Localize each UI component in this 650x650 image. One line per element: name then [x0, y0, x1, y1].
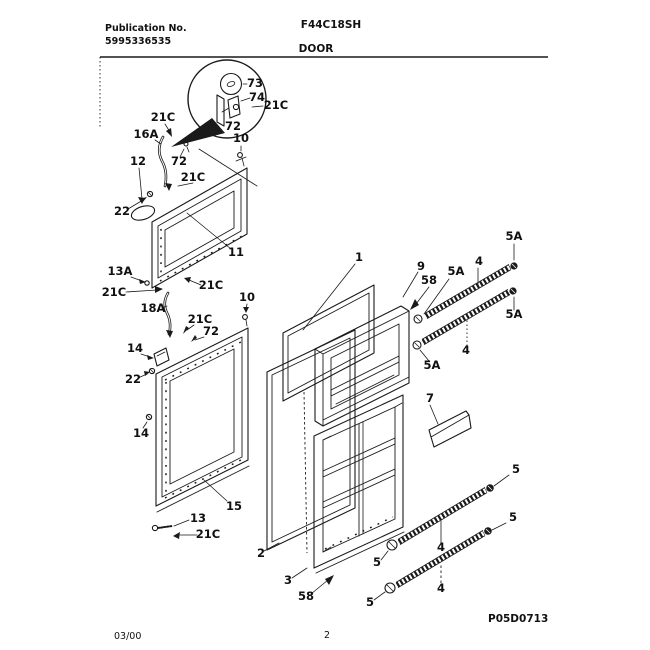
callout-15-22: 15 [226, 499, 242, 513]
section-title: DOOR [299, 43, 334, 55]
fridge-gasket-2 [263, 329, 356, 554]
callout-5-35: 5 [512, 462, 520, 476]
screw-5a-ring-2 [412, 340, 422, 350]
callout-5-37: 5 [373, 555, 381, 569]
callout-72-9: 72 [225, 119, 241, 133]
trim-rail-4-lower1 [397, 487, 488, 545]
callout-11-11: 11 [228, 245, 244, 259]
callout-13a-12: 13A [108, 264, 133, 278]
callout-21c-0: 21C [151, 110, 175, 124]
callout-5a-28: 5A [448, 264, 465, 278]
callout-12-2: 12 [130, 154, 146, 168]
callout-10-10: 10 [233, 131, 249, 145]
screw-22-upper [146, 190, 154, 198]
callout-4-39: 4 [437, 581, 445, 595]
fridge-inner-panel-15 [142, 314, 250, 539]
callout-21c-8: 21C [264, 98, 288, 112]
screw-13 [151, 524, 159, 532]
door-handle-7 [428, 404, 472, 448]
door-shelf-lower [322, 468, 396, 509]
callout-72-17: 72 [203, 324, 219, 338]
callout-72-3: 72 [171, 154, 187, 168]
callout-16a-1: 16A [134, 127, 159, 141]
callout-13-23: 13 [190, 511, 206, 525]
fridge-door-liner-3 [291, 394, 405, 595]
screw-5-ring-1 [386, 539, 398, 551]
freezer-gasket-1 [282, 263, 375, 402]
door-shelf-upper [322, 437, 396, 478]
callout-73-6: 73 [247, 76, 263, 90]
callout-5a-31: 5A [506, 307, 523, 321]
callout-21c-14: 21C [199, 278, 223, 292]
freezer-inner-panel-11 [151, 145, 248, 289]
callout-21c-24: 21C [196, 527, 220, 541]
callout-14-19: 14 [127, 341, 143, 355]
screw-22-mid [148, 367, 156, 375]
hinge-bracket-14 [153, 347, 170, 367]
callout-58-43: 58 [298, 589, 314, 603]
callout-4-36: 4 [437, 540, 445, 554]
screw-5-ring-2 [384, 582, 396, 594]
callout-14-21: 14 [133, 426, 149, 440]
publication-label: Publication No. [105, 23, 187, 34]
hinge-shim-12 [130, 205, 156, 221]
callout-22-20: 22 [125, 372, 141, 386]
callout-5a-30: 5A [506, 229, 523, 243]
page-number: 2 [324, 630, 330, 641]
callout-1-25: 1 [355, 250, 363, 264]
date-code: 03/00 [114, 631, 141, 642]
upper-hinge-parts [127, 123, 194, 221]
trim-rail-4-lower2 [395, 530, 486, 588]
callout-7-34: 7 [426, 391, 434, 405]
upper-handle-trim [412, 243, 518, 362]
model-number: F44C18SH [301, 19, 361, 31]
callout-58-27: 58 [421, 273, 437, 287]
freezer-door-shelf [330, 355, 400, 397]
callout-21c-13: 21C [102, 285, 126, 299]
callout-5-40: 5 [366, 595, 374, 609]
callout-21c-4: 21C [181, 170, 205, 184]
screw-13a [144, 280, 150, 286]
publication-number: 5995336535 [105, 36, 171, 47]
lower-handle-trim [373, 474, 510, 601]
callout-18a-15: 18A [141, 301, 166, 315]
callout-10-18: 10 [239, 290, 255, 304]
callout-74-7: 74 [249, 90, 265, 104]
hinge-pin-10-upper [237, 152, 243, 158]
hinge-pin-10-lower [242, 314, 248, 320]
callout-22-5: 22 [114, 204, 130, 218]
callout-5a-32: 5A [424, 358, 441, 372]
hinge-detail-inset [171, 59, 267, 187]
center-hinge-parts [125, 276, 249, 379]
screw-14-lower [145, 413, 153, 421]
trim-rail-4-upper2 [421, 289, 511, 345]
callout-3-42: 3 [284, 573, 292, 587]
callout-2-41: 2 [257, 546, 265, 560]
freezer-door-liner [314, 271, 430, 427]
callout-4-29: 4 [475, 254, 483, 268]
drawing-number: P05D0713 [488, 613, 548, 625]
screw-5a-ring-1 [413, 314, 423, 324]
callout-4-33: 4 [462, 343, 470, 357]
callout-5-38: 5 [509, 510, 517, 524]
trim-rail-4-upper1 [424, 264, 512, 319]
callout-9-26: 9 [417, 259, 425, 273]
callout-21c-16: 21C [188, 312, 212, 326]
detail-pointer-wedge [171, 118, 225, 147]
